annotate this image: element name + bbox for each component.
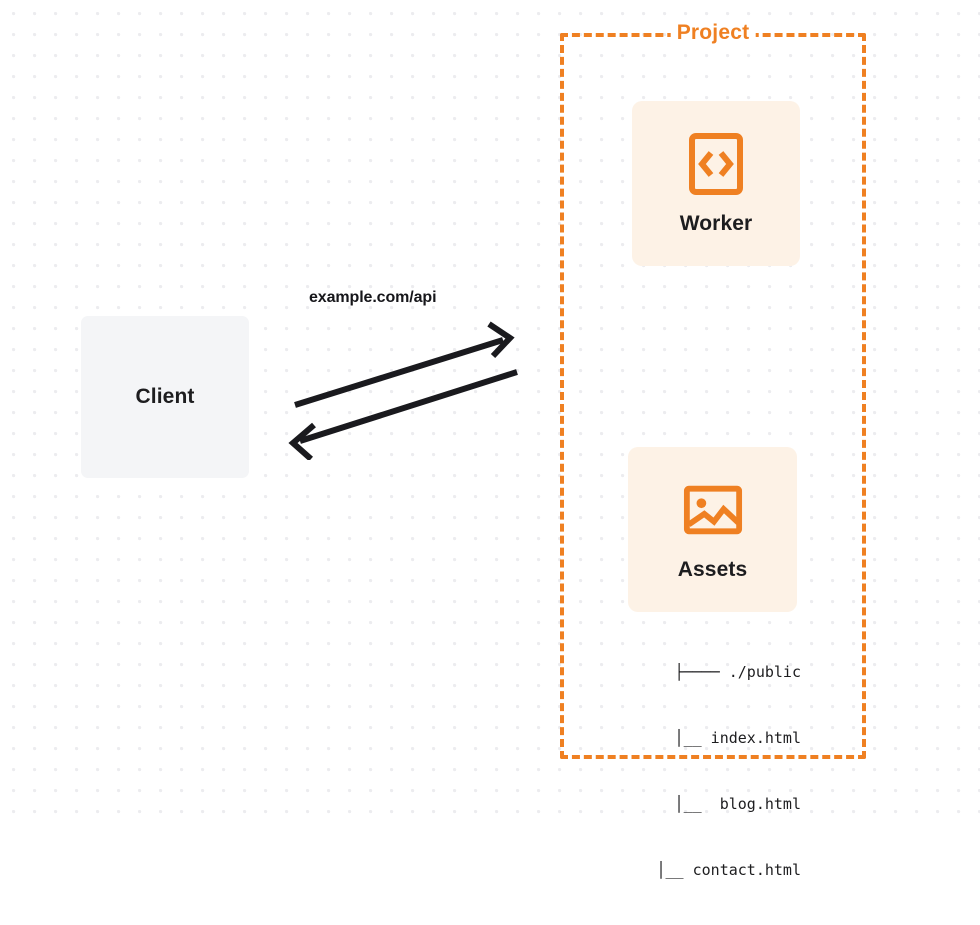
request-arrow-icon	[294, 321, 515, 408]
file-tree-line: ├──── ./public	[674, 663, 801, 681]
diagram-canvas: Client example.com/api Project Worker	[0, 0, 980, 879]
connector-label: example.com/api	[309, 289, 437, 306]
connector-arrows	[288, 321, 518, 460]
file-tree-line: │__ contact.html	[638, 861, 801, 879]
image-picture-icon	[683, 478, 743, 542]
assets-file-tree: ├──── ./public │__ index.html │__ blog.h…	[600, 617, 801, 925]
client-node[interactable]: Client	[81, 316, 249, 478]
project-boundary: Project	[560, 21, 866, 759]
client-node-label: Client	[135, 385, 195, 408]
file-tree-line: │__ blog.html	[638, 795, 801, 813]
assets-node-label: Assets	[677, 557, 748, 581]
response-arrow-icon	[288, 369, 518, 460]
project-title: Project	[670, 21, 756, 45]
code-brackets-icon	[686, 132, 746, 196]
assets-node[interactable]: Assets	[628, 447, 797, 612]
file-tree-line: │__ index.html	[638, 729, 801, 747]
worker-node-label: Worker	[679, 211, 753, 235]
worker-node[interactable]: Worker	[632, 101, 800, 266]
